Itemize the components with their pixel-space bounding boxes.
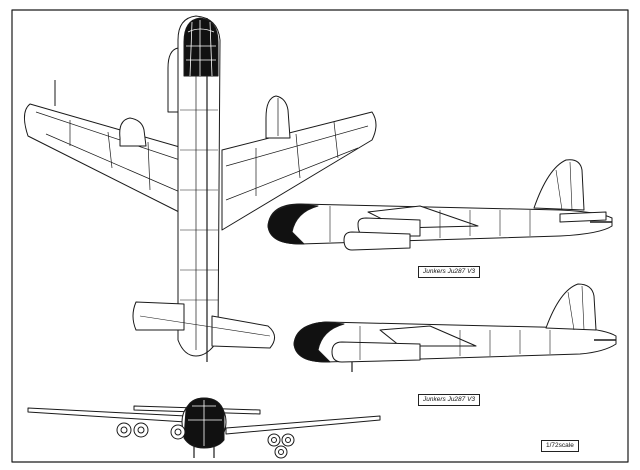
side-nose-canopy-lower [293,321,345,363]
side-engine-pod-upper-2 [343,231,411,251]
tailplane-hinge [139,315,271,337]
side-frame-lines-lower [359,326,551,360]
side-wing-lower [379,325,477,347]
caption-side-view-bottom: Junkers Ju287 V3 [418,394,481,406]
fin-rib-lines-upper [555,161,573,211]
side-tailplane-upper [559,211,607,223]
front-engine-intakes-left [116,422,186,440]
front-engine-intakes-right [267,433,295,459]
left-wing-nacelle [119,117,147,147]
front-wing-right [225,415,381,435]
plan-nose-frames [186,20,216,77]
side-tail-fin-lower [545,283,597,331]
sheet-border [11,9,629,463]
scale-label: 1/72scale [541,440,579,452]
side-engine-pod-lower [331,341,421,363]
fuselage-frame-lines [180,109,218,301]
side-frame-lines-upper [329,206,531,242]
caption-side-view-top: Junkers Ju287 V3 [418,266,481,278]
right-wing-panel-lines [225,121,369,201]
left-wing-panel-lines [35,111,181,193]
side-engine-pod-upper-1 [357,217,421,237]
side-tail-fin-upper [533,159,585,211]
plan-nose-canopy [183,17,219,77]
left-tailplane [132,301,185,331]
front-view [27,397,381,459]
side-view-upper [267,159,613,251]
fin-rib-lines-lower [567,285,585,331]
plan-view [24,15,377,362]
side-view-lower [293,283,617,372]
front-canopy-frames [188,400,222,446]
side-nose-canopy-upper [267,203,319,245]
